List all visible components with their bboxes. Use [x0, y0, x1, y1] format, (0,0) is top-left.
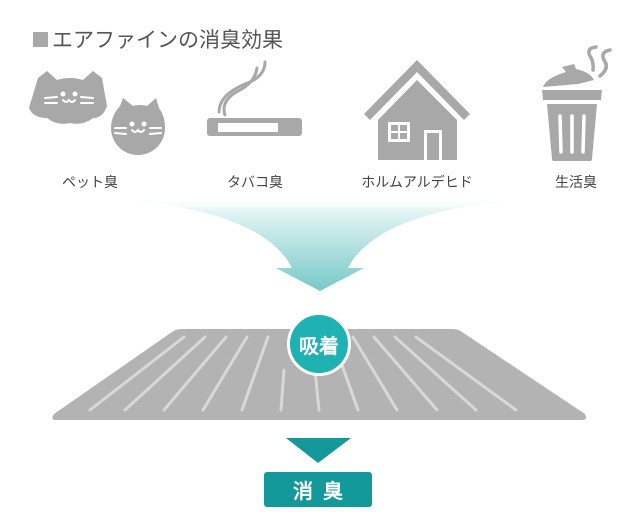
deodorize-label: 消臭	[293, 479, 353, 503]
funnel-arrow-icon	[85, 197, 560, 291]
source-label-living: 生活臭	[555, 175, 597, 191]
deodorize-result-box: 消臭	[264, 472, 372, 507]
title-text: エアファインの消臭効果	[52, 28, 283, 52]
diagram-title: エアファインの消臭効果	[33, 24, 283, 54]
source-label-tobacco: タバコ臭	[227, 175, 283, 191]
house-icon	[364, 60, 470, 160]
adsorption-label: 吸着	[299, 333, 339, 358]
adsorption-badge: 吸着	[287, 312, 351, 376]
title-square-icon	[33, 31, 48, 47]
plate-stripes	[88, 335, 518, 412]
trash-can-icon	[542, 45, 612, 161]
source-label-formaldehyde: ホルムアルデヒド	[361, 175, 473, 191]
down-arrow-icon	[286, 438, 351, 463]
source-label-pet: ペット臭	[62, 175, 118, 191]
cigarette-icon	[207, 60, 302, 136]
cats-icon	[29, 71, 165, 155]
